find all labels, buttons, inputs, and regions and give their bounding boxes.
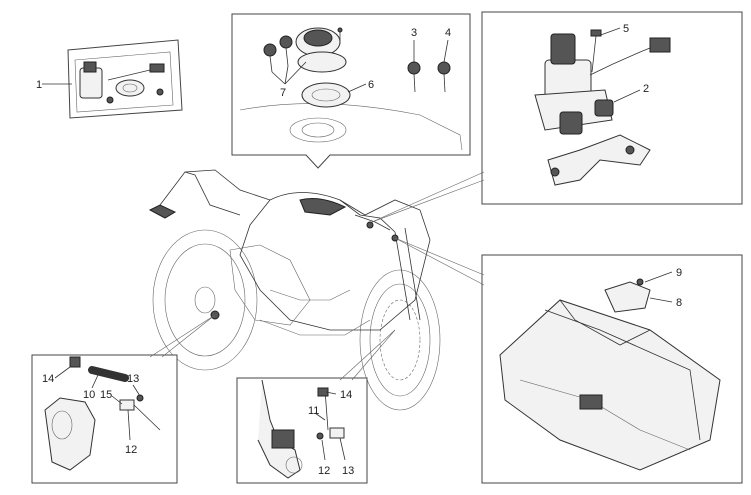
leader-lines — [149, 171, 485, 381]
callout-10: 10 — [83, 389, 95, 401]
callout-8: 8 — [676, 297, 682, 309]
callout-12: 12 — [125, 444, 137, 456]
key-icon — [263, 43, 277, 73]
key-icon — [279, 35, 293, 67]
callout-3: 3 — [411, 27, 417, 39]
key-icon — [407, 61, 421, 93]
motorcycle-illustration — [148, 169, 441, 411]
callout-6: 6 — [368, 79, 374, 91]
callout-11: 11 — [308, 405, 319, 417]
callout-1: 1 — [36, 79, 42, 91]
rear-sensor-panel — [31, 354, 178, 484]
callout-5: 5 — [623, 23, 629, 35]
front-sensor-panel — [236, 377, 368, 484]
ignition-switch-panel — [481, 11, 743, 205]
callout-14: 14 — [42, 373, 54, 385]
callout-13: 13 — [127, 373, 139, 385]
callout-2: 2 — [643, 83, 649, 95]
ignition-kit-panel — [67, 39, 183, 119]
callout-14b: 14 — [340, 389, 352, 401]
callout-13b: 13 — [342, 465, 354, 477]
callout-12b: 12 — [318, 465, 330, 477]
callout-7: 7 — [280, 87, 286, 99]
callout-4: 4 — [445, 27, 451, 39]
callout-9: 9 — [676, 267, 682, 279]
airbox-sensor-panel — [481, 254, 743, 484]
callout-15: 15 — [100, 389, 112, 401]
